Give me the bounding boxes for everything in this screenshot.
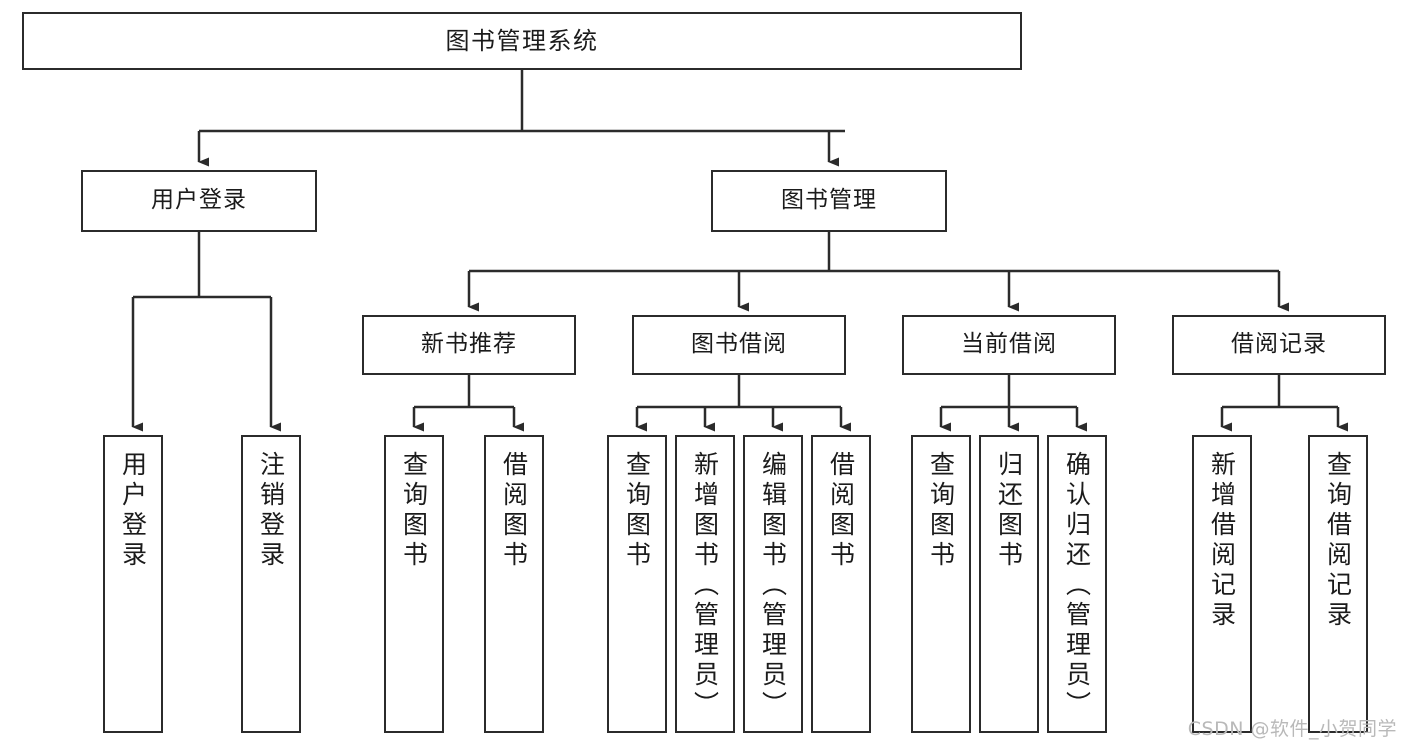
node-label: 用户登录 <box>151 187 247 214</box>
node-user-login[interactable]: 用户登录 <box>81 170 317 232</box>
node-label: 查询图书 <box>926 451 956 571</box>
leaf-current-query-book[interactable]: 查询图书 <box>911 435 971 733</box>
node-label: 归还图书 <box>994 451 1024 571</box>
node-label: 新书推荐 <box>421 331 517 358</box>
node-label: 借阅图书 <box>826 451 856 571</box>
leaf-borrow-edit-book-admin[interactable]: 编辑图书（管理员） <box>743 435 803 733</box>
node-label: 查询图书 <box>399 451 429 571</box>
node-label: 注销登录 <box>256 451 286 571</box>
leaf-borrow-add-book-admin[interactable]: 新增图书（管理员） <box>675 435 735 733</box>
leaf-borrow-borrow-book[interactable]: 借阅图书 <box>811 435 871 733</box>
node-label: 用户登录 <box>118 451 148 571</box>
node-label: 借阅记录 <box>1231 331 1327 358</box>
leaf-user-login-signin[interactable]: 用户登录 <box>103 435 163 733</box>
leaf-record-add[interactable]: 新增借阅记录 <box>1192 435 1252 733</box>
leaf-new-book-borrow[interactable]: 借阅图书 <box>484 435 544 733</box>
node-label: 确认归还（管理员） <box>1062 451 1092 721</box>
leaf-user-login-signout[interactable]: 注销登录 <box>241 435 301 733</box>
node-label: 图书管理系统 <box>445 26 599 55</box>
node-label: 编辑图书（管理员） <box>758 451 788 721</box>
node-label: 查询图书 <box>622 451 652 571</box>
leaf-borrow-query-book[interactable]: 查询图书 <box>607 435 667 733</box>
node-label: 查询借阅记录 <box>1323 451 1353 631</box>
node-label: 新增图书（管理员） <box>690 451 720 721</box>
watermark-text: CSDN @软件_小贺同学 <box>1187 718 1397 740</box>
node-label: 新增借阅记录 <box>1207 451 1237 631</box>
node-label: 图书借阅 <box>691 331 787 358</box>
leaf-current-return-book[interactable]: 归还图书 <box>979 435 1039 733</box>
node-label: 图书管理 <box>781 187 877 214</box>
node-book-borrow[interactable]: 图书借阅 <box>632 315 846 375</box>
node-book-management[interactable]: 图书管理 <box>711 170 947 232</box>
leaf-new-book-query[interactable]: 查询图书 <box>384 435 444 733</box>
node-root-system[interactable]: 图书管理系统 <box>22 12 1022 70</box>
leaf-record-query[interactable]: 查询借阅记录 <box>1308 435 1368 733</box>
node-label: 借阅图书 <box>499 451 529 571</box>
node-new-book-recommend[interactable]: 新书推荐 <box>362 315 576 375</box>
node-label: 当前借阅 <box>961 331 1057 358</box>
leaf-current-confirm-return-admin[interactable]: 确认归还（管理员） <box>1047 435 1107 733</box>
node-borrow-record[interactable]: 借阅记录 <box>1172 315 1386 375</box>
node-current-borrow[interactable]: 当前借阅 <box>902 315 1116 375</box>
